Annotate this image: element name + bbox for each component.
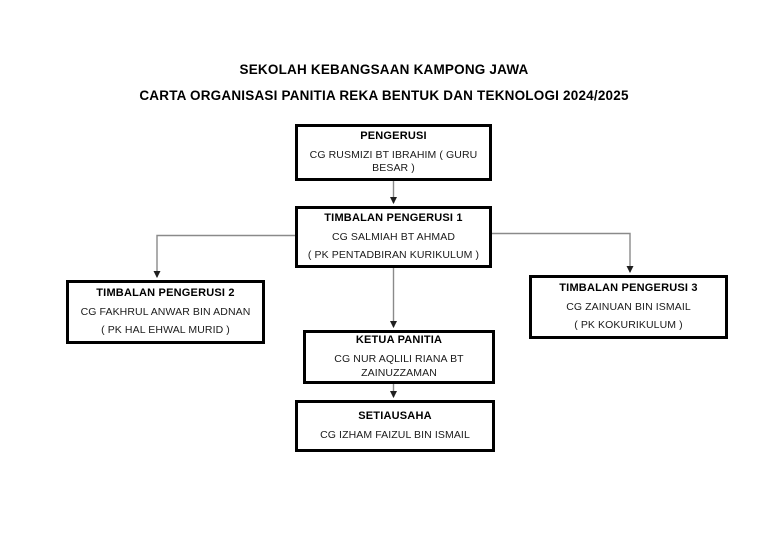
org-node-detail: CG NUR AQLILI RIANA BT ZAINUZZAMAN — [334, 353, 464, 379]
org-node-ketua-panitia[interactable]: KETUA PANITIA CG NUR AQLILI RIANA BT ZAI… — [303, 330, 495, 384]
org-node-detail: CG IZHAM FAIZUL BIN ISMAIL — [320, 429, 470, 442]
edge-timbalan-1-to-timbalan-2 — [153, 234, 295, 279]
org-node-timbalan-pengerusi-3[interactable]: TIMBALAN PENGERUSI 3 CG ZAINUAN BIN ISMA… — [529, 275, 728, 339]
org-node-detail: CG SALMIAH BT AHMAD — [331, 230, 456, 243]
org-node-setiausaha[interactable]: SETIAUSAHA CG IZHAM FAIZUL BIN ISMAIL — [295, 400, 495, 452]
org-node-title: SETIAUSAHA — [358, 410, 432, 423]
org-node-detail: CG RUSMIZI BT IBRAHIM ( GURU BESAR ) — [309, 148, 478, 175]
org-node-title: TIMBALAN PENGERUSI 3 — [559, 281, 698, 294]
edge-timbalan-1-to-timbalan-3 — [492, 232, 634, 274]
page-title-chart: CARTA ORGANISASI PANITIA REKA BENTUK DAN… — [139, 88, 629, 103]
org-node-timbalan-pengerusi-2[interactable]: TIMBALAN PENGERUSI 2 CG FAKHRUL ANWAR BI… — [66, 280, 265, 344]
org-node-title: PENGERUSI — [360, 129, 427, 142]
org-node-title: TIMBALAN PENGERUSI 2 — [96, 286, 235, 299]
page-title-school: SEKOLAH KEBANGSAAN KAMPONG JAWA — [239, 62, 529, 77]
org-node-pengerusi[interactable]: PENGERUSI CG RUSMIZI BT IBRAHIM ( GURU B… — [295, 124, 492, 181]
org-node-title: KETUA PANITIA — [355, 334, 443, 347]
org-node-detail: CG ZAINUAN BIN ISMAIL — [566, 300, 691, 313]
org-node-timbalan-pengerusi-1[interactable]: TIMBALAN PENGERUSI 1 CG SALMIAH BT AHMAD… — [295, 206, 492, 268]
org-node-detail: ( PK PENTADBIRAN KURIKULUM ) — [307, 249, 480, 262]
org-node-detail: CG FAKHRUL ANWAR BIN ADNAN — [80, 305, 251, 318]
org-node-detail: ( PK HAL EHWAL MURID ) — [101, 324, 230, 337]
org-node-detail: ( PK KOKURIKULUM ) — [574, 319, 683, 332]
org-node-title: TIMBALAN PENGERUSI 1 — [324, 211, 463, 224]
